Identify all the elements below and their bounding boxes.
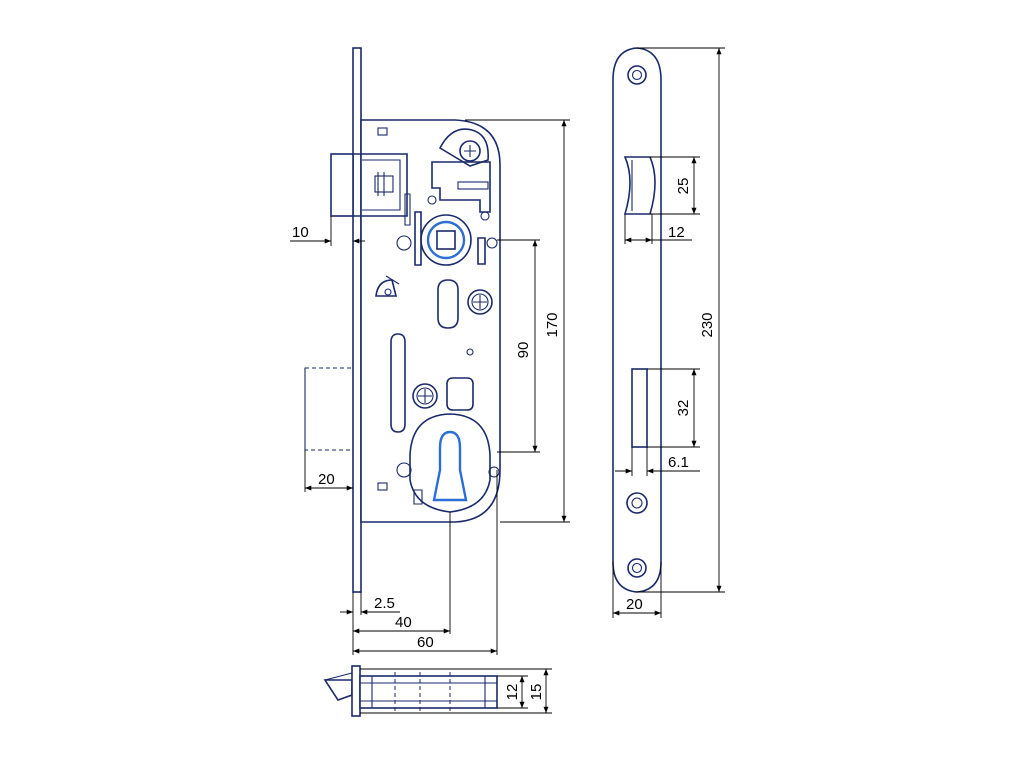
dim-25: 25 [675,178,692,195]
latch-bolt [330,153,408,217]
lock-body [360,119,501,523]
square-hub [446,377,474,411]
dim-20-latch: 20 [318,471,335,488]
top-latch [323,679,353,701]
dim-6-1: 6.1 [668,454,689,471]
dim-60: 60 [417,634,434,651]
dim-20-plate: 20 [626,596,643,613]
lower-screw [412,383,438,409]
mark-bottom [377,482,388,491]
dim-12-depth: 12 [504,684,521,701]
dim-32: 32 [675,400,692,417]
dim-230: 230 [699,312,716,337]
front-dimensions: 10 20 2.5 40 60 90 170 [290,119,570,655]
dim-90: 90 [515,342,532,359]
dim-15-depth: 15 [528,684,545,701]
dim-10: 10 [292,224,309,241]
spindle-hub [396,211,498,266]
faceplate-view [612,47,662,593]
dead-bolt [304,367,354,451]
small-hole [466,348,474,356]
lever-mark [375,275,400,297]
dim-2-5: 2.5 [374,595,395,612]
dim-12-slot: 12 [668,224,685,241]
bolt-slot [631,368,648,448]
cylinder-cutout [396,413,500,513]
top-screw [438,128,489,167]
faceplate [612,47,662,593]
dim-40: 40 [395,614,412,631]
middle-slot [437,279,459,329]
top-body [359,675,498,709]
front-view [304,47,501,593]
top-faceplate [351,665,361,717]
dim-170: 170 [544,312,561,337]
faceplate-dimensions: 25 12 230 32 6.1 20 [612,47,725,618]
faceplate-side [352,47,362,593]
latch-mechanism [404,161,491,226]
top-view: 12 15 [323,665,552,717]
middle-screw [467,289,493,315]
mark-top [377,127,388,136]
long-slot [390,333,406,433]
